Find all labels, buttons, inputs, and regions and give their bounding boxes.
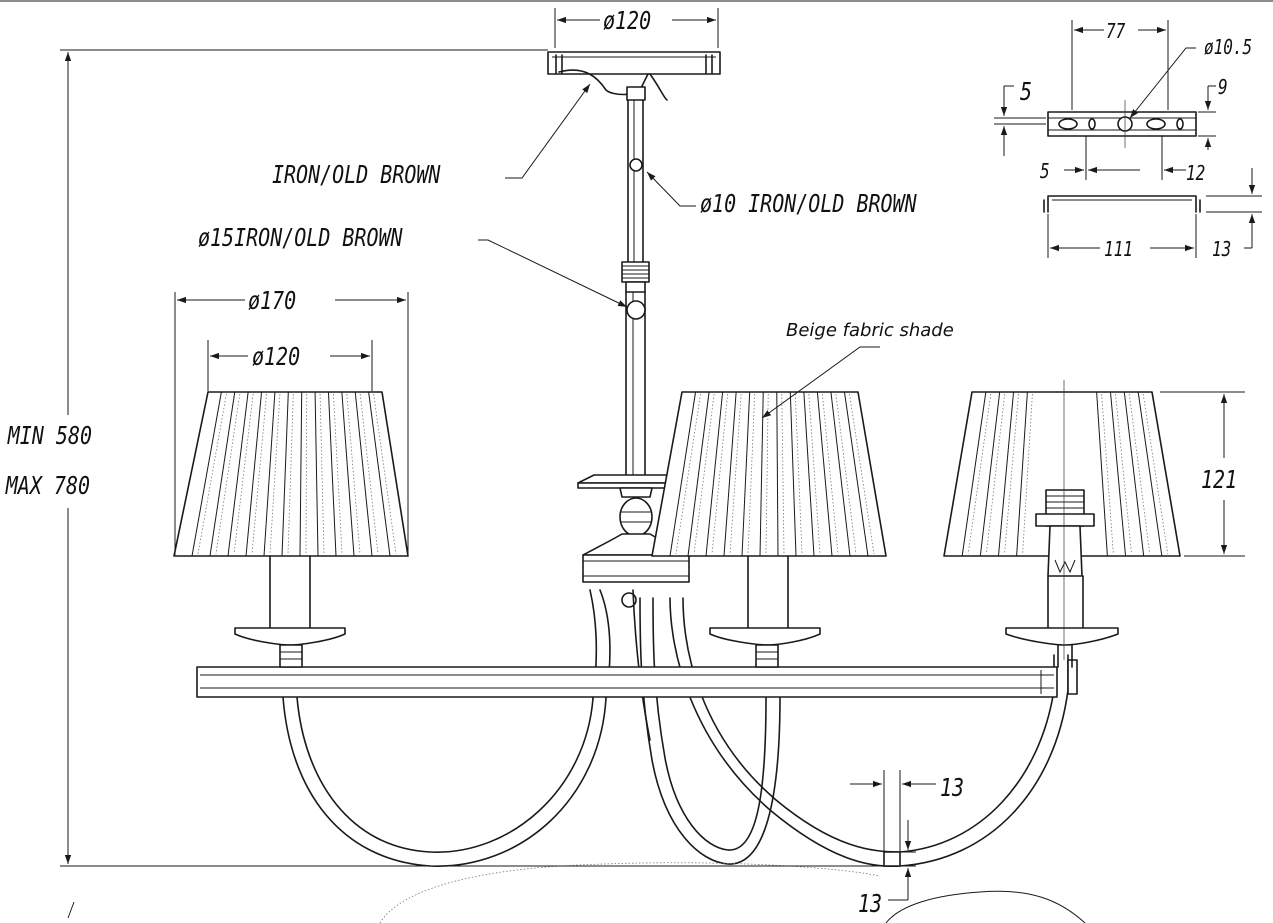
shade-pleat [354,391,373,557]
left-lamp [173,391,409,668]
ceiling-canopy [547,51,721,101]
shade-pleat-fold [675,393,701,555]
shade-pleat-fold [765,393,769,555]
shade-pleat [979,391,1001,557]
shade-pleat [191,391,222,557]
bracket-thickness-label: 9 [1218,76,1228,99]
shade-pleats [191,391,1169,557]
shade-pleat-fold [373,393,397,555]
shade-pleat [299,391,303,557]
shade-pleat-fold [1115,393,1132,555]
shade-pleat-fold [794,393,803,555]
bottom-detail-outline [67,862,1086,923]
shade-pleat [789,391,797,557]
shade-pleat-fold [346,393,361,555]
shade-pleat-fold [251,393,267,555]
shade-pleat-fold [1004,393,1019,555]
mounting-bracket-detail [1043,100,1201,213]
shade-pleat [997,391,1015,557]
shade-pleat [227,391,249,557]
shade-pleat [341,391,355,557]
shade-pleat [776,391,779,557]
horizontal-ring [196,666,1058,698]
shade-pleat [1137,391,1163,557]
shade-pleat [281,391,289,557]
shade-pleat [314,391,319,557]
shade-pleat-fold [269,393,281,555]
shade-pleat [843,391,869,557]
shade-pleat-fold [729,393,742,555]
plate-diameter-label: ø120 [603,7,651,36]
right-lamp [943,380,1181,668]
shade-pleat-fold [985,393,1006,555]
arm-height-label: 13 [858,890,882,919]
shade-outer-diameter-label: ø170 [248,287,296,316]
shade-pleat [263,391,276,557]
shade-pleat [1016,391,1028,557]
shade-pleat-fold [215,393,241,555]
shade-note-label: Beige fabric shade [786,320,954,341]
bracket-hole-diameter-label: ø10.5 [1204,36,1252,59]
shade-pleat [741,391,751,557]
shade-pleat-fold [1128,393,1151,555]
shade-pleat-fold [967,393,992,555]
shade-height-label: 121 [1201,466,1237,495]
shade-pleat [245,391,263,557]
shade-pleat [368,391,391,557]
shade-pleat [209,391,236,557]
middle-lamp [651,391,887,668]
bracket-depth-label: 13 [1212,238,1231,261]
shade-pleat-fold [1022,393,1033,555]
height-min-label: MIN 580 [7,422,92,451]
chandelier-arms [282,589,1078,868]
dimension-lines [60,8,1262,901]
shade-pleat-fold [333,393,343,555]
shade-pleat [816,391,833,557]
bracket-hole-spacing-label: 77 [1106,20,1125,43]
shade-pleat-fold [747,393,756,555]
shade-pleat [830,391,851,557]
shade-pleat [705,391,724,557]
shade-inner-diameter-label: ø120 [252,343,300,372]
plate-material-label: IRON/OLD BROWN [272,161,441,190]
shade-pleat-fold [359,393,379,555]
shade-pleat-fold [781,393,785,555]
shade-pleat [803,391,815,557]
bracket-slot-right-label: 12 [1186,162,1205,185]
shade-pleat-fold [1142,393,1169,555]
arm-width-label: 13 [940,774,964,803]
shade-pleat-fold [693,393,715,555]
central-rod [621,99,650,476]
shade-pleat-fold [711,393,729,555]
shade-pleat-fold [821,393,839,555]
height-max-label: MAX 780 [5,472,90,501]
bracket-slot-left-label: 5 [1040,160,1050,183]
shade-pleat-fold [233,393,254,555]
shade-pleat-fold [808,393,821,555]
rod-material-label: ø10 IRON/OLD BROWN [700,190,917,219]
shade-pleat-fold [849,393,875,555]
shade-pleat-fold [835,393,857,555]
stem-material-label: ø15IRON/OLD BROWN [198,224,403,253]
bracket-length-label: 111 [1104,238,1133,261]
shade-pleat [669,391,697,557]
shade-pleat-fold [305,393,308,555]
shade-pleat-fold [319,393,325,555]
shade-pleat [723,391,737,557]
shade-pleat [961,391,987,557]
shade-pleat [327,391,337,557]
shade-pleat-fold [197,393,227,555]
shade-pleat-fold [287,393,294,555]
shade-pleat [759,391,764,557]
shade-pleat [1096,391,1108,557]
shade-pleat [1109,391,1127,557]
central-body [577,474,693,608]
shade-pleat [1123,391,1145,557]
shade-pleat-fold [1101,393,1114,555]
bracket-edge-offset-label: 5 [1020,78,1032,107]
labels: ø120 IRON/OLD BROWN ø10 IRON/OLD BROWN ø… [5,7,1252,919]
shade-pleat [687,391,710,557]
